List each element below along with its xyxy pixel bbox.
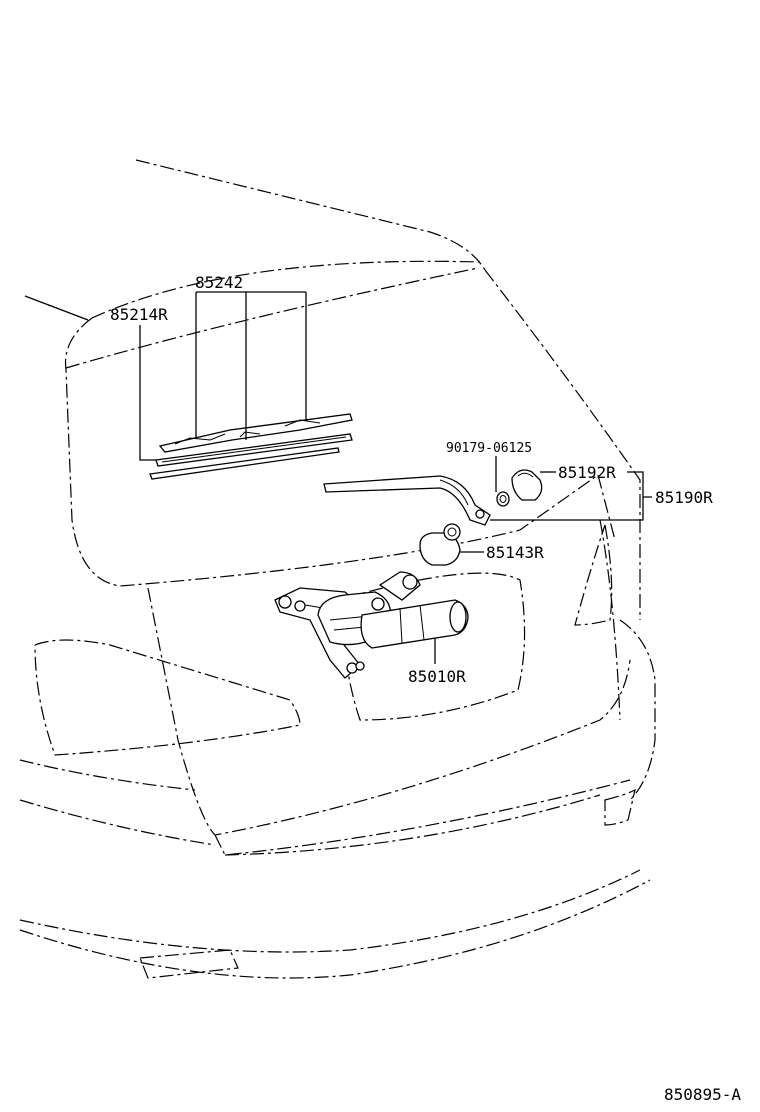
cap-part	[511, 469, 543, 501]
label-cap: 85192R	[558, 463, 616, 482]
label-nut: 90179-06125	[446, 441, 532, 456]
label-motor-assy: 85010R	[408, 667, 466, 686]
wiper-blade-assembly	[149, 413, 353, 480]
label-blade-rubber: 85214R	[110, 305, 168, 324]
wiper-motor-assembly	[274, 571, 469, 679]
grommet-part	[419, 523, 461, 566]
wiper-arm	[323, 475, 491, 526]
nut-part	[496, 491, 510, 507]
label-wiper-blade-assy: 85242	[195, 273, 243, 292]
vehicle-body-outline	[19, 159, 656, 979]
label-arm-assy: 85190R	[655, 488, 713, 507]
leader-lines	[139, 291, 652, 664]
part-labels: 85242 85214R 90179-06125 85192R 85190R 8…	[110, 273, 741, 1104]
figure-id: 850895-A	[664, 1085, 741, 1104]
label-grommet: 85143R	[486, 543, 544, 562]
